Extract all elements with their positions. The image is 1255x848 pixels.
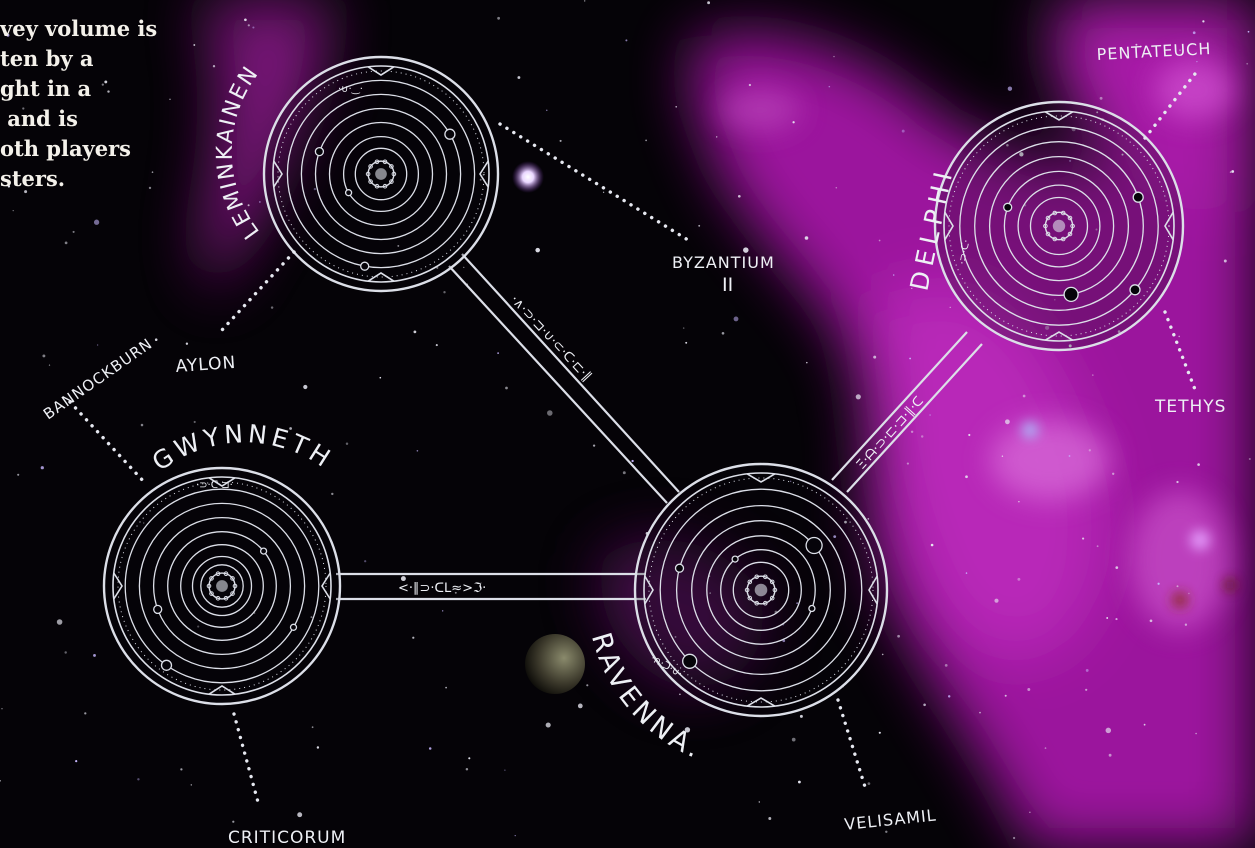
- route-glyphs-leminkainen-ravenna: ·∧·⊃·⊐·∪·⊂·ᑕ·⊏·∥: [507, 292, 594, 384]
- leader-criticorum: [234, 714, 258, 802]
- sun-core: [755, 584, 768, 597]
- planet-marker-icon: [261, 548, 267, 554]
- leader-bannockburn: [70, 402, 146, 484]
- leader-velisamil: [838, 700, 866, 790]
- route-glyphs-gwynneth-ravenna: <·∥⊃·ᑕᒪ≈>ℑ·: [398, 581, 486, 596]
- planet-marker-icon: [809, 606, 815, 612]
- place-label-bannockburn: BANNOCKBURN: [40, 335, 156, 424]
- planet-marker-icon: [1133, 192, 1143, 202]
- planet-marker-icon: [683, 654, 697, 668]
- place-label-pentateuch: PENTATEUCH: [1096, 39, 1212, 64]
- route-glyphs-ravenna-delphi: Ξ·ᗩ·⊃·⊏·⊐·∥·ᑕ: [854, 394, 927, 473]
- planet-marker-icon: [315, 148, 323, 156]
- planet-marker-icon: [154, 605, 162, 613]
- place-label-byzantium: BYZANTIUM: [672, 253, 775, 272]
- place-label-criticorum: CRITICORUM: [228, 828, 346, 848]
- route-leminkainen-ravenna[interactable]: [449, 254, 679, 503]
- sun-core: [375, 168, 387, 180]
- planet-marker-icon: [346, 190, 352, 196]
- place-label-aylon: AYLON: [175, 353, 237, 377]
- sun-core: [1053, 220, 1065, 232]
- planet-marker-icon: [676, 564, 684, 572]
- planet-marker-icon: [1130, 285, 1140, 295]
- system-label-leminkainen: LEMINKAINEN: [213, 61, 265, 243]
- planet-marker-icon: [445, 129, 455, 139]
- system-gwynneth[interactable]: [104, 468, 340, 704]
- system-leminkainen[interactable]: [264, 57, 498, 291]
- place-label-byzantium-numeral: II: [722, 274, 733, 296]
- planet-marker-icon: [162, 660, 172, 670]
- system-ravenna[interactable]: [635, 464, 887, 716]
- place-label-tethys: TETHYS: [1154, 397, 1226, 417]
- ring-glyphs-leminkainen: ·∪·‿·: [338, 84, 363, 95]
- planet-marker-icon: [806, 538, 822, 554]
- planet-marker-icon: [361, 262, 369, 270]
- sun-core: [216, 580, 228, 592]
- planet-marker-icon: [1004, 203, 1012, 211]
- ring-glyphs-gwynneth: ·⊃·ᑕ·⊐·: [196, 480, 233, 491]
- planet-marker-icon: [291, 624, 297, 630]
- leader-pentateuch: [1145, 70, 1198, 138]
- leader-aylon: [222, 252, 294, 330]
- leader-tethys: [1165, 312, 1196, 392]
- system-label-gwynneth: GWYNNETH: [147, 419, 339, 477]
- place-label-velisamil: VELISAMIL: [843, 805, 937, 834]
- route-gwynneth-ravenna[interactable]: [336, 574, 646, 599]
- planet-marker-icon: [1064, 287, 1078, 301]
- leader-byzantium: [500, 124, 688, 240]
- planet-marker-icon: [732, 556, 738, 562]
